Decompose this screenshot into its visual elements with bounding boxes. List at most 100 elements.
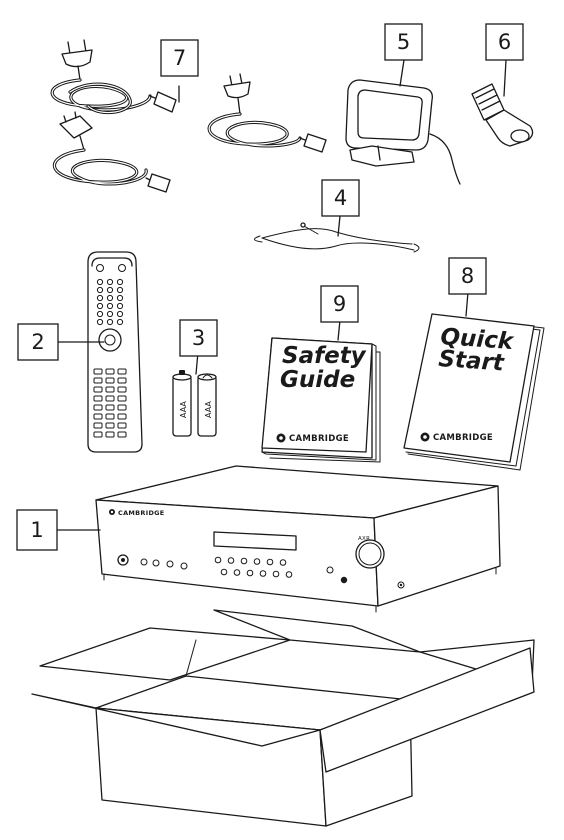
remote-button [106, 286, 114, 294]
callout-4-number: 4 [334, 186, 347, 210]
remote-control-illustration [57, 251, 143, 453]
remote-key [105, 413, 115, 420]
remote-key [117, 395, 127, 402]
eu-power-cord [50, 39, 177, 115]
quick-start-title-line1: Quick [440, 324, 516, 355]
callout-6-number: 6 [498, 30, 511, 54]
callout-6: 6 [485, 23, 524, 61]
receiver-source-button [166, 560, 174, 568]
receiver-function-button [272, 570, 280, 578]
remote-button [116, 318, 124, 326]
receiver-function-button [233, 569, 241, 576]
am-loop-antenna-illustration [345, 59, 461, 185]
remote-button [106, 294, 114, 302]
callout-5: 5 [384, 23, 423, 61]
receiver-source-button [140, 558, 148, 566]
remote-key [117, 404, 127, 411]
remote-button-grid [93, 278, 127, 438]
receiver-function-button [214, 556, 222, 564]
remote-key [105, 404, 115, 411]
callout-5-number: 5 [397, 30, 410, 54]
callout-7-number: 7 [173, 46, 186, 70]
callout-3-number: 3 [192, 326, 205, 350]
remote-button [96, 286, 104, 294]
us-power-cord [207, 73, 327, 153]
quick-start-title-line2: Start [438, 346, 506, 377]
remote-key [93, 431, 103, 438]
safety-guide-booklet: Safety Guide CAMBRIDGE [261, 319, 381, 463]
callout-4: 4 [321, 179, 360, 217]
callout-1-number: 1 [30, 518, 43, 542]
callout-2-number: 2 [31, 330, 44, 354]
receiver-function-button [266, 558, 274, 566]
remote-key [117, 431, 127, 438]
remote-button [116, 302, 124, 310]
receiver-function-button [279, 559, 287, 566]
receiver-model: AXR [358, 536, 370, 542]
quick-start-brand: CAMBRIDGE [433, 433, 493, 443]
remote-button [96, 310, 104, 318]
remote-key [93, 395, 103, 402]
uk-power-cord [52, 111, 171, 193]
remote-key [105, 395, 115, 402]
receiver-function-button [253, 558, 261, 565]
safety-guide-title-line2: Guide [280, 367, 355, 393]
safety-guide-brand: CAMBRIDGE [289, 434, 349, 444]
quick-start-booklet: Quick Start CAMBRIDGE [403, 291, 545, 471]
receiver-source-button [152, 559, 160, 567]
remote-button [106, 310, 114, 318]
remote-key [93, 413, 103, 420]
remote-button [96, 278, 104, 286]
remote-key [93, 422, 103, 429]
remote-button [116, 286, 124, 294]
callout-3: 3 [179, 319, 218, 357]
callout-8-number: 8 [461, 264, 474, 288]
callout-1: 1 [16, 509, 58, 551]
receiver-function-button [285, 571, 293, 578]
remote-key [105, 431, 115, 438]
battery-right: AAA [197, 373, 217, 437]
remote-key [93, 368, 103, 375]
remote-key [105, 386, 115, 393]
remote-key [105, 377, 115, 384]
receiver-function-button [240, 557, 248, 565]
receiver-button-array [140, 556, 293, 578]
battery-left-label: AAA [179, 401, 188, 418]
remote-key [93, 386, 103, 393]
safety-guide-title-line1: Safety [282, 343, 367, 369]
fm-connector-illustration [471, 59, 534, 147]
remote-key [93, 377, 103, 384]
remote-key [117, 386, 127, 393]
callout-7: 7 [160, 39, 199, 77]
remote-button [96, 318, 104, 326]
remote-button [96, 302, 104, 310]
aaa-batteries-illustration: AAA AAA [172, 351, 217, 437]
receiver-function-button [246, 569, 254, 577]
av-receiver-illustration: CAMBRIDGE AXR [55, 465, 501, 613]
fm-wire-antenna-illustration [254, 215, 420, 253]
remote-button [116, 278, 124, 286]
callout-9-number: 9 [333, 292, 346, 316]
remote-button [106, 302, 114, 310]
receiver-brand: CAMBRIDGE [118, 509, 165, 517]
remote-key [117, 422, 127, 429]
receiver-function-button [220, 568, 228, 576]
remote-key [117, 377, 127, 384]
remote-key [105, 368, 115, 375]
remote-button [116, 310, 124, 318]
open-cardboard-box-illustration [31, 609, 535, 827]
receiver-source-button [180, 562, 188, 570]
remote-button [116, 294, 124, 302]
callout-2: 2 [17, 323, 59, 361]
callout-8: 8 [448, 257, 487, 295]
remote-key [117, 368, 127, 375]
remote-button [106, 318, 114, 326]
remote-key [117, 413, 127, 420]
remote-button [106, 278, 114, 286]
receiver-function-button [227, 557, 235, 564]
remote-key [93, 404, 103, 411]
remote-button [96, 294, 104, 302]
power-cords-illustration [50, 39, 327, 193]
receiver-function-button [259, 570, 267, 577]
